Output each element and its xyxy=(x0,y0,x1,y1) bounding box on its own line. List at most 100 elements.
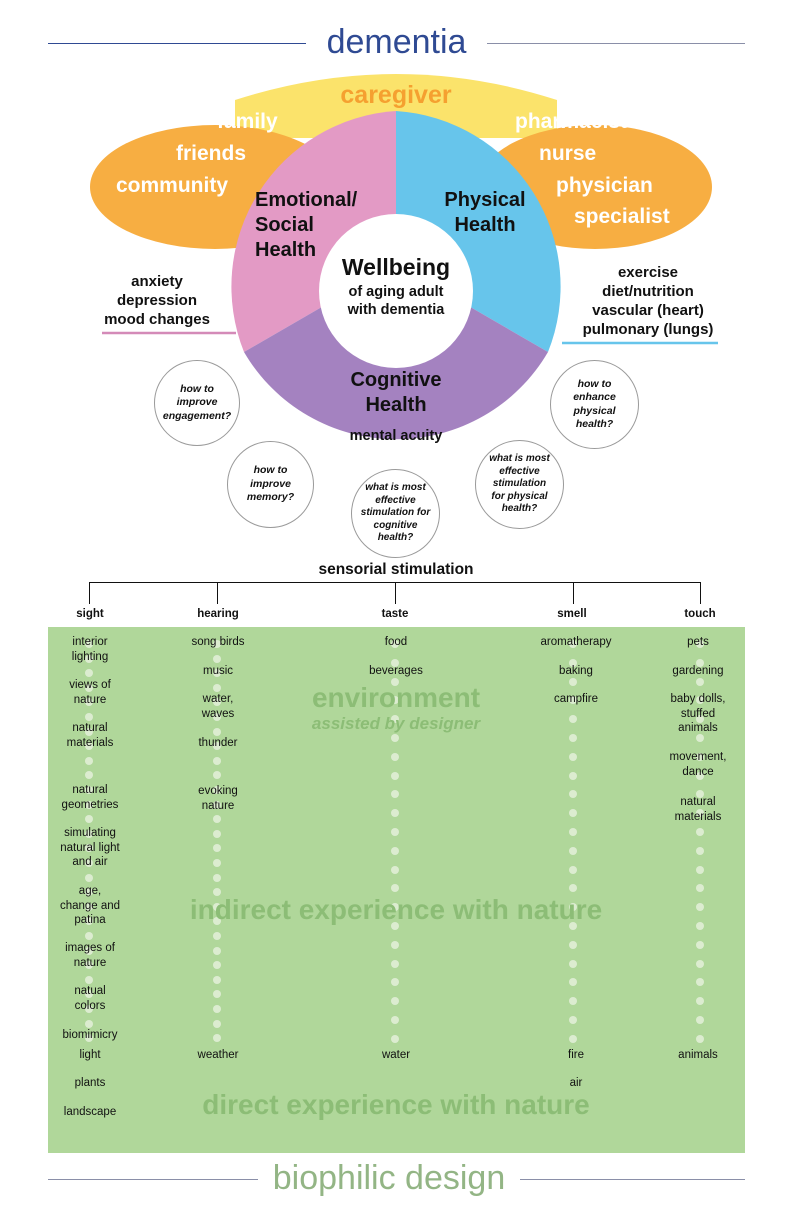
dot xyxy=(391,734,399,742)
tree-branch-touch xyxy=(700,582,702,604)
dot xyxy=(213,859,221,867)
dot xyxy=(696,753,704,761)
band-direct-experience: direct experience with nature xyxy=(202,1089,590,1120)
dot xyxy=(213,888,221,896)
dot xyxy=(391,696,399,704)
sensorial-stimulation-title: sensorial stimulation xyxy=(318,561,474,578)
caregiver-arc xyxy=(235,74,557,138)
dot xyxy=(391,809,399,817)
dot xyxy=(213,786,221,794)
question-engagement-text: how to improve engagement? xyxy=(162,382,232,422)
emotional-health-line1: Emotional/ xyxy=(255,189,358,211)
question-circle-engagement: how to improve engagement? xyxy=(154,360,240,446)
caregiver-label: caregiver xyxy=(340,81,452,109)
footer-title: biophilic design xyxy=(272,1159,506,1197)
right-oval-item-nurse: nurse xyxy=(539,142,597,165)
dot xyxy=(85,1034,93,1042)
right-oval-item-pharmacist: pharmacist xyxy=(515,110,628,133)
emotional-health-line3: Health xyxy=(255,239,317,261)
sight-item: landscape xyxy=(63,1106,117,1118)
dot xyxy=(696,884,704,892)
smell-item: fire xyxy=(568,1049,584,1061)
sight-item: plants xyxy=(74,1077,106,1089)
touch-item: pets xyxy=(687,636,709,648)
dot xyxy=(391,884,399,892)
band-environment-title: environment xyxy=(311,682,481,713)
wellbeing-center-circle xyxy=(319,214,473,368)
dot xyxy=(569,753,577,761)
dot xyxy=(213,976,221,984)
dot xyxy=(696,941,704,949)
dot xyxy=(569,941,577,949)
sense-header-taste: taste xyxy=(381,608,409,620)
hearing-item: water, waves xyxy=(201,693,235,720)
emotional-health-line2: Social xyxy=(255,214,314,236)
question-circle-cognitive-stimulation: what is most effective stimulation for c… xyxy=(351,469,440,558)
dot xyxy=(569,790,577,798)
sense-header-smell: smell xyxy=(557,608,587,620)
dot xyxy=(391,997,399,1005)
dot xyxy=(213,771,221,779)
physical-note-diet: diet/nutrition xyxy=(602,283,694,300)
physical-health-segment xyxy=(396,111,561,352)
sight-item: interior lighting xyxy=(71,636,109,663)
dot xyxy=(85,655,93,663)
dot xyxy=(391,941,399,949)
dot xyxy=(696,847,704,855)
touch-item: animals xyxy=(678,1049,718,1061)
dot xyxy=(391,790,399,798)
dot xyxy=(696,715,704,723)
dot xyxy=(569,828,577,836)
dot xyxy=(696,809,704,817)
dot xyxy=(391,659,399,667)
taste-item: water xyxy=(381,1049,411,1061)
dot xyxy=(569,809,577,817)
touch-item: baby dolls, stuffed animals xyxy=(670,693,726,734)
smell-item: aromatherapy xyxy=(540,636,612,648)
sight-item: natural materials xyxy=(66,722,114,749)
emotional-note-mood-changes: mood changes xyxy=(104,311,210,328)
dot xyxy=(213,713,221,721)
right-oval-item-physician: physician xyxy=(556,174,653,197)
cognitive-health-line1: Cognitive xyxy=(350,369,442,391)
dot xyxy=(569,1016,577,1024)
physical-note-pulmonary: pulmonary (lungs) xyxy=(582,321,714,338)
hearing-item: song birds xyxy=(191,636,245,648)
dot xyxy=(213,830,221,838)
dot xyxy=(213,698,221,706)
dot xyxy=(85,976,93,984)
emotional-note-depression: depression xyxy=(116,292,198,309)
dot xyxy=(85,815,93,823)
dot xyxy=(696,1016,704,1024)
dot xyxy=(569,978,577,986)
dot xyxy=(696,640,704,648)
physical-note-exercise: exercise xyxy=(617,264,679,281)
dot xyxy=(213,815,221,823)
dot xyxy=(391,678,399,686)
footer-rule-left xyxy=(48,1179,258,1180)
physical-notes: exercise diet/nutrition vascular (heart)… xyxy=(578,263,718,339)
dot xyxy=(391,978,399,986)
smell-item: air xyxy=(569,1077,583,1089)
dot xyxy=(391,903,399,911)
dot xyxy=(213,757,221,765)
dot xyxy=(85,932,93,940)
left-oval-item-friends: friends xyxy=(176,142,247,165)
dot xyxy=(213,1020,221,1028)
title-rule-left xyxy=(48,43,306,44)
dot xyxy=(213,903,221,911)
dot xyxy=(85,990,93,998)
dot xyxy=(391,828,399,836)
dot xyxy=(391,960,399,968)
footer-rule-right xyxy=(520,1179,745,1180)
dot xyxy=(85,684,93,692)
dot xyxy=(696,1035,704,1043)
dot xyxy=(85,669,93,677)
dot xyxy=(569,903,577,911)
hearing-item: weather xyxy=(197,1049,239,1061)
wellbeing-title: Wellbeing xyxy=(341,254,451,280)
dot xyxy=(85,698,93,706)
dot xyxy=(85,640,93,648)
question-circle-enhance-physical: how to enhance physical health? xyxy=(550,360,639,449)
taste-item: food xyxy=(384,636,408,648)
